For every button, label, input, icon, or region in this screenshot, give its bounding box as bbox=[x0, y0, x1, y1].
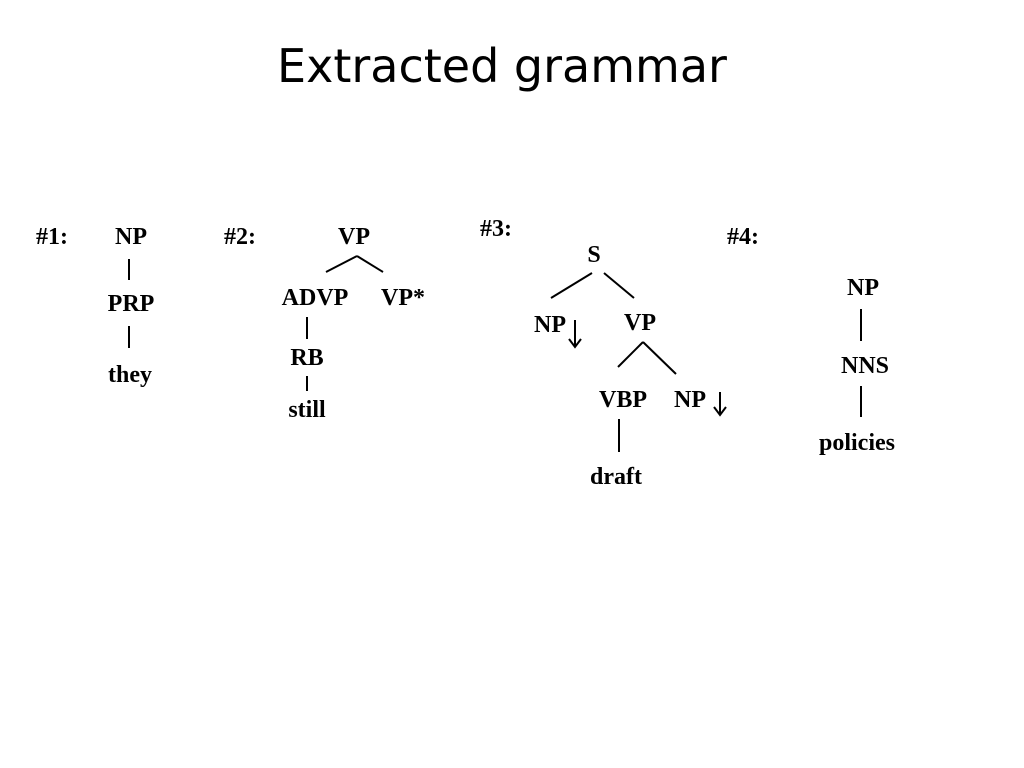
tree-3-edge-s-vp bbox=[603, 272, 635, 299]
tree-4-node-nns: NNS bbox=[840, 353, 890, 379]
tree-3-node-np-subst-obj: NP bbox=[674, 387, 706, 413]
tree-1-id: #1: bbox=[36, 224, 68, 250]
tree-2-edge-vp-advp bbox=[325, 255, 358, 273]
tree-3-edge-s-np bbox=[550, 272, 593, 299]
tree-4-id: #4: bbox=[727, 224, 759, 250]
slide-title: Extracted grammar bbox=[277, 39, 727, 93]
tree-3-node-vbp: VBP bbox=[599, 387, 647, 413]
tree-3-leaf: draft bbox=[590, 464, 642, 490]
tree-3-node-s: S bbox=[587, 242, 601, 268]
down-arrow-icon bbox=[568, 320, 582, 349]
tree-3-edge-vp-np bbox=[642, 341, 677, 375]
tree-2-leaf: still bbox=[288, 397, 326, 423]
tree-2-node-advp: ADVP bbox=[281, 285, 349, 311]
tree-2-node-rb: RB bbox=[290, 345, 324, 371]
tree-4-leaf: policies bbox=[819, 430, 895, 456]
tree-1-node-np: NP bbox=[115, 224, 147, 250]
tree-2-id: #2: bbox=[224, 224, 256, 250]
tree-3-node-np-subst: NP bbox=[534, 312, 566, 338]
tree-3-node-vp: VP bbox=[624, 310, 656, 336]
tree-1-leaf: they bbox=[108, 362, 152, 388]
tree-3-id: #3: bbox=[480, 216, 512, 242]
tree-2-node-vp-foot: VP* bbox=[381, 285, 425, 311]
tree-4-node-np: NP bbox=[847, 275, 879, 301]
tree-3-edge-vp-vbp bbox=[617, 341, 644, 368]
tree-2-node-vp: VP bbox=[338, 224, 370, 250]
tree-1-node-prp: PRP bbox=[107, 291, 155, 317]
down-arrow-icon bbox=[713, 392, 727, 417]
tree-2-edge-vp-vpfoot bbox=[356, 255, 384, 273]
